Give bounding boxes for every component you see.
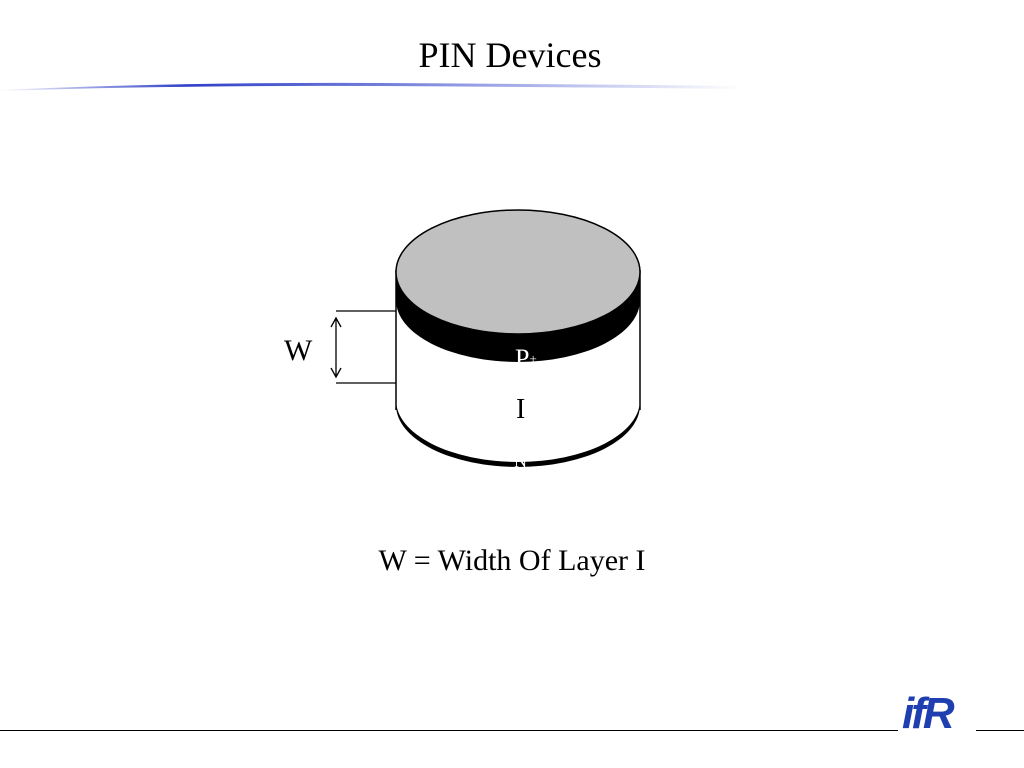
p-layer-letter: P — [515, 344, 529, 373]
i-layer-body — [396, 318, 640, 462]
title-underline — [0, 82, 740, 91]
slide-title: PIN Devices — [418, 35, 602, 75]
w-double-arrow — [330, 316, 342, 379]
diagram-caption: W = Width Of Layer I — [378, 544, 646, 577]
cylinder-top-face — [395, 209, 641, 335]
footer-divider-left — [0, 730, 898, 731]
width-label: W — [284, 334, 313, 367]
n-layer-sup: + — [527, 452, 533, 464]
i-layer-label: I — [516, 394, 525, 425]
logo-text: ifR — [902, 689, 955, 735]
p-layer-label: P+ — [515, 344, 537, 373]
n-layer-letter: N — [514, 451, 527, 471]
n-layer-label: N+ — [514, 451, 533, 471]
p-layer-sup: + — [529, 351, 536, 366]
ifr-logo: ifR — [902, 689, 958, 735]
footer-divider-right — [976, 730, 1024, 731]
